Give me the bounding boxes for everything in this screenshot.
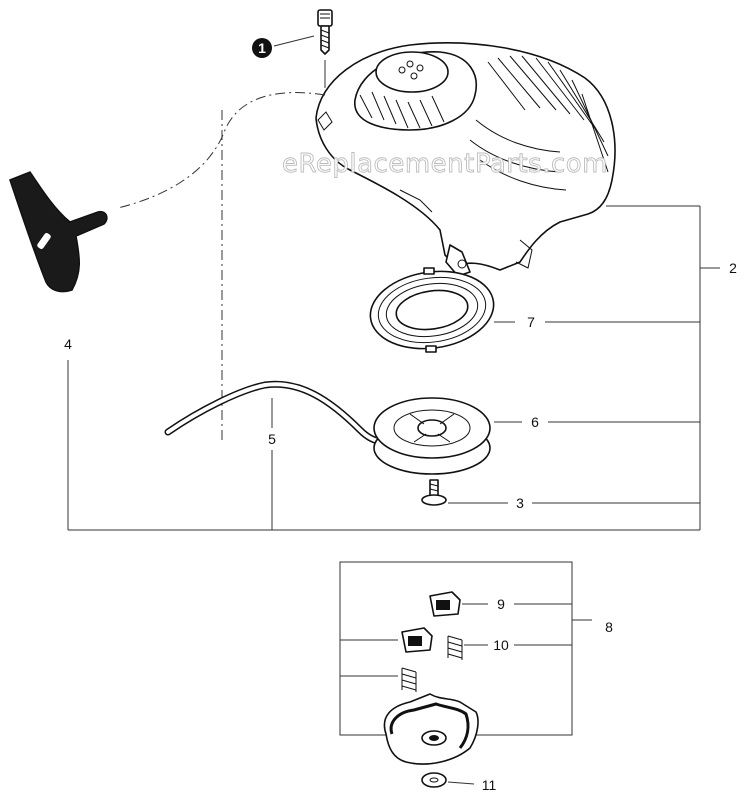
callout-5: 5 xyxy=(268,431,276,447)
callout-2: 2 xyxy=(729,260,737,276)
callout-10: 10 xyxy=(493,637,509,653)
ratchet-plate[interactable] xyxy=(383,693,479,765)
washer-11[interactable] xyxy=(421,772,447,788)
spring-10[interactable] xyxy=(447,635,463,660)
callout-4: 4 xyxy=(64,336,72,352)
callout-8: 8 xyxy=(605,619,613,635)
pawl[interactable] xyxy=(401,627,433,653)
watermark: eReplacementParts.com xyxy=(282,149,608,179)
callout-3: 3 xyxy=(516,495,524,511)
callout-6: 6 xyxy=(531,414,539,430)
callout-1-badge xyxy=(252,38,272,58)
starter-handle[interactable] xyxy=(9,171,108,293)
starter-rope[interactable] xyxy=(164,380,399,446)
callout-7: 7 xyxy=(527,314,535,330)
screw-3[interactable] xyxy=(421,479,447,506)
pawl-9[interactable] xyxy=(429,591,461,617)
starter-pulley[interactable] xyxy=(373,397,491,475)
spring[interactable] xyxy=(401,667,417,692)
recoil-spring[interactable] xyxy=(365,264,498,357)
callout-1: 1 xyxy=(258,40,266,56)
callout-11: 11 xyxy=(482,777,497,793)
callout-9: 9 xyxy=(497,596,505,612)
screw-1[interactable] xyxy=(317,9,333,55)
starter-housing[interactable] xyxy=(315,42,616,277)
